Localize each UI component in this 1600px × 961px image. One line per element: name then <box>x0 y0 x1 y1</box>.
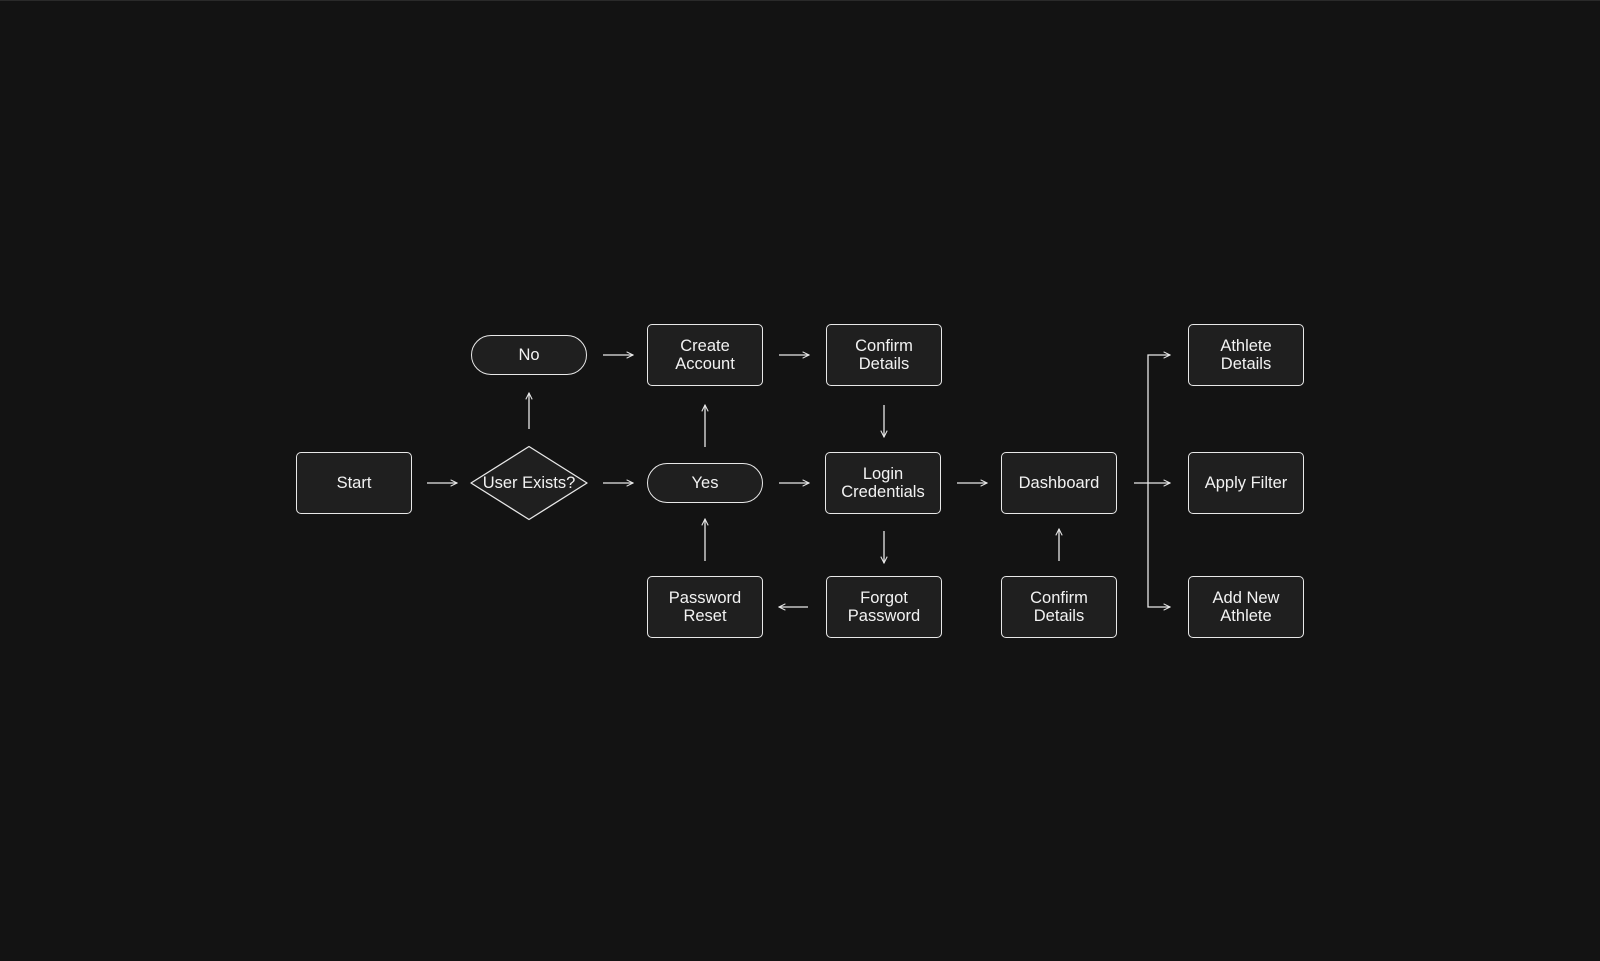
node-forgot-password-label: Forgot Password <box>847 589 921 625</box>
node-confirm-details-bottom[interactable]: Confirm Details <box>1001 576 1117 638</box>
node-add-new-athlete[interactable]: Add New Athlete <box>1188 576 1304 638</box>
node-create-account[interactable]: Create Account <box>647 324 763 386</box>
node-athlete-details-label: Athlete Details <box>1220 337 1272 373</box>
node-no-label: No <box>518 346 540 364</box>
node-athlete-details[interactable]: Athlete Details <box>1188 324 1304 386</box>
node-create-account-label: Create Account <box>675 337 735 373</box>
node-confirm-details-top[interactable]: Confirm Details <box>826 324 942 386</box>
arrow-dashboard-to-add-new-athlete <box>1147 483 1170 607</box>
node-apply-filter[interactable]: Apply Filter <box>1188 452 1304 514</box>
node-apply-filter-label: Apply Filter <box>1204 474 1288 492</box>
node-yes-label: Yes <box>691 474 719 492</box>
node-password-reset-label: Password Reset <box>668 589 742 625</box>
node-dashboard-label: Dashboard <box>1018 474 1100 492</box>
node-add-new-athlete-label: Add New Athlete <box>1212 589 1280 625</box>
arrow-dashboard-to-athlete-details <box>1147 355 1170 483</box>
node-password-reset[interactable]: Password Reset <box>647 576 763 638</box>
node-yes[interactable]: Yes <box>647 463 763 503</box>
decision-diamond-shape <box>470 445 588 521</box>
node-login-credentials-label: Login Credentials <box>841 465 925 501</box>
node-start-label: Start <box>336 474 372 492</box>
node-no[interactable]: No <box>471 335 587 375</box>
node-forgot-password[interactable]: Forgot Password <box>826 576 942 638</box>
node-confirm-details-bottom-label: Confirm Details <box>1030 589 1088 625</box>
node-start[interactable]: Start <box>296 452 412 514</box>
node-login-credentials[interactable]: Login Credentials <box>825 452 941 514</box>
node-user-exists-decision[interactable]: User Exists? <box>469 445 589 521</box>
node-dashboard[interactable]: Dashboard <box>1001 452 1117 514</box>
node-user-exists-label: User Exists? <box>482 474 576 492</box>
node-confirm-details-top-label: Confirm Details <box>855 337 913 373</box>
